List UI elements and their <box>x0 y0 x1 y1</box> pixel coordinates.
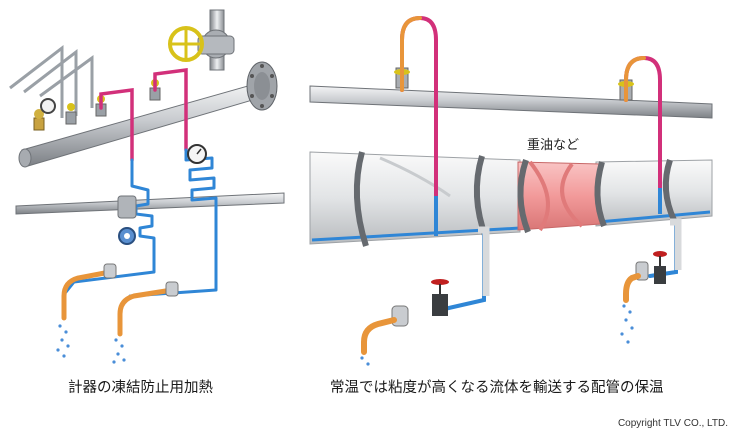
pressure-gauge <box>187 144 207 164</box>
caption-instrument-freeze-protection: 計器の凍結防止用加熱 <box>68 380 213 396</box>
copyright-notice: Copyright TLV CO., LTD. <box>617 418 728 429</box>
instrument-pipe <box>15 192 285 215</box>
flow-meter <box>117 195 137 245</box>
main-valve-handwheel <box>168 26 204 62</box>
pipe-flange <box>246 61 278 111</box>
outlet-fittings <box>478 218 682 296</box>
instrument-lines <box>9 44 94 118</box>
heavy-oil-label: 重油など <box>527 138 580 153</box>
gate-valves <box>431 251 667 316</box>
main-steam-pipe <box>18 81 267 168</box>
condensate-lines <box>61 269 175 337</box>
right-scene <box>309 15 713 366</box>
caption-viscous-fluid-heat-retention: 常温では粘度が高くなる流体を輸送する配管の保温 <box>330 380 664 396</box>
insulated-process-pipe <box>309 151 713 245</box>
condensate-drips <box>56 324 126 364</box>
tracer-risers <box>400 15 662 236</box>
tracer-lines <box>64 148 218 308</box>
insulation-bands <box>353 151 677 247</box>
steam-traps <box>103 263 179 297</box>
right-condensate-lines <box>361 273 641 355</box>
tracer-riser-tips <box>434 188 662 236</box>
heavy-oil-cutaway <box>517 160 601 232</box>
left-scene <box>9 9 285 364</box>
steam-supply-lines <box>99 68 188 162</box>
vertical-riser-pipe <box>197 9 235 71</box>
right-condensate-drips <box>360 304 634 366</box>
steam-header-pipe <box>309 85 713 119</box>
right-steam-traps <box>391 261 649 327</box>
